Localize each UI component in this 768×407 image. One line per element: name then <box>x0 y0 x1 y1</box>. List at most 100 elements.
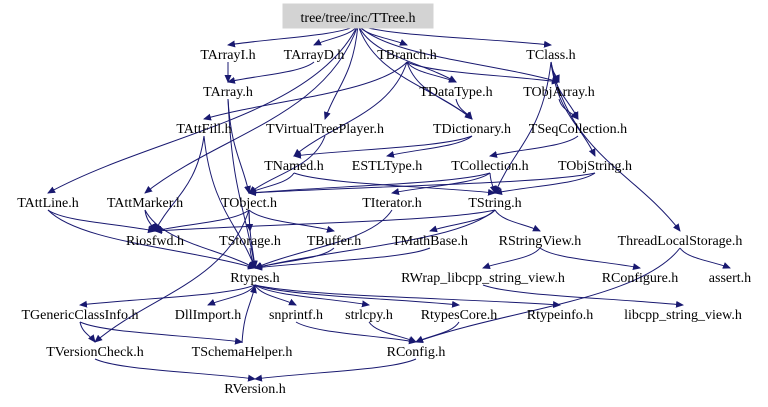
edge-threadlocalstorage-to-rconfig <box>415 247 681 343</box>
edge-tobject-to-tbuffer <box>248 209 335 233</box>
node-rwrap[interactable]: RWrap_libcpp_string_view.h <box>401 271 565 286</box>
edge-tattfill-to-rtypes <box>203 135 256 269</box>
edge-rwrap-to-libcpp_string_view <box>482 284 684 308</box>
edge-tgenericclassinfo-to-tschemahelper <box>79 321 243 345</box>
node-tversioncheck[interactable]: TVersionCheck.h <box>46 345 144 360</box>
edge-rtypes-to-tgenericclassinfo <box>79 284 256 308</box>
edge-tattmarker-to-rtypes <box>144 209 256 269</box>
edge-rtypes-to-dllimport <box>207 284 256 306</box>
edge-tarrayd-to-tarray <box>227 61 315 84</box>
edge-tbuffer-to-rtypes <box>254 247 335 270</box>
edge-tstring-to-riosfwd <box>154 209 496 235</box>
edge-ttree-to-tobjarray <box>357 24 560 84</box>
node-tclass[interactable]: TClass.h <box>526 48 575 63</box>
edge-tclass-to-threadlocalstorage <box>550 61 681 232</box>
node-strlcpy[interactable]: strlcpy.h <box>345 308 393 323</box>
edge-tbranch-to-tobjarray <box>406 61 560 85</box>
node-tarrayd[interactable]: TArrayD.h <box>284 48 345 63</box>
edge-tattfill-to-riosfwd <box>154 135 205 232</box>
node-tarray[interactable]: TArray.h <box>203 85 253 100</box>
node-tattfill[interactable]: TAttFill.h <box>176 122 231 137</box>
edge-rtypescore-to-rconfig <box>415 321 460 343</box>
node-tobjstring[interactable]: TObjString.h <box>558 159 632 174</box>
node-threadlocalstorage[interactable]: ThreadLocalStorage.h <box>618 234 743 249</box>
root-node-box <box>282 3 434 29</box>
node-tobjarray[interactable]: TObjArray.h <box>523 85 595 100</box>
node-tschemahelper[interactable]: TSchemaHelper.h <box>192 345 293 360</box>
edge-tschemahelper-to-rtypes <box>241 285 257 344</box>
edge-snprintf-to-rconfig <box>295 321 417 345</box>
node-tstring[interactable]: TString.h <box>468 196 521 211</box>
edge-tattline-to-rtypes <box>47 209 256 270</box>
edge-tobjarray-to-tseqcollection <box>558 98 579 120</box>
node-assert[interactable]: assert.h <box>709 271 751 286</box>
edge-tstring-to-tmathbase <box>429 209 496 233</box>
edge-ttree-to-tattline <box>47 24 359 194</box>
node-snprintf[interactable]: snprintf.h <box>269 308 323 323</box>
node-rstringview[interactable]: RStringView.h <box>499 234 582 249</box>
node-ttree[interactable]: tree/tree/inc/TTree.h <box>301 11 416 26</box>
edge-tmathbase-to-rtypes <box>254 247 431 271</box>
node-tattmarker[interactable]: TAttMarker.h <box>107 196 183 211</box>
edge-tnamed-to-tstring <box>293 172 496 196</box>
edge-tbranch-to-tdatatype <box>406 61 457 83</box>
edge-tbranch-to-tattfill <box>203 61 408 121</box>
node-tdictionary[interactable]: TDictionary.h <box>433 122 511 137</box>
node-rconfigure[interactable]: RConfigure.h <box>602 271 679 286</box>
node-titerator[interactable]: TIterator.h <box>362 196 421 211</box>
edge-tdictionary-to-estltype <box>386 135 473 158</box>
edge-strlcpy-to-rconfig <box>368 321 417 343</box>
node-tstorage[interactable]: TStorage.h <box>219 234 281 249</box>
node-tarrayi[interactable]: TArrayI.h <box>200 48 255 63</box>
node-tvirtualtreeplayer[interactable]: TVirtualTreePlayer.h <box>266 122 384 137</box>
node-tmathbase[interactable]: TMathBase.h <box>392 234 468 249</box>
node-rtypescore[interactable]: RtypesCore.h <box>421 308 498 323</box>
edge-tgenericclassinfo-to-tversioncheck <box>79 321 96 343</box>
node-rtypeinfo[interactable]: Rtypeinfo.h <box>527 308 594 323</box>
node-tbranch[interactable]: TBranch.h <box>377 48 436 63</box>
edge-tstring-to-rstringview <box>494 209 541 232</box>
node-tbuffer[interactable]: TBuffer.h <box>307 234 362 249</box>
edge-tversioncheck-to-rversion <box>94 358 256 382</box>
node-riosfwd[interactable]: Riosfwd.h <box>126 234 184 249</box>
node-tseqcollection[interactable]: TSeqCollection.h <box>529 122 627 137</box>
edge-rtypes-to-snprintf <box>254 284 297 306</box>
node-dllimport[interactable]: DllImport.h <box>175 308 242 323</box>
node-rversion[interactable]: RVersion.h <box>224 382 286 397</box>
node-rconfig[interactable]: RConfig.h <box>387 345 446 360</box>
edge-rstringview-to-rwrap <box>482 247 541 269</box>
edge-tclass-to-tstring <box>494 61 552 194</box>
edge-rconfig-to-rversion <box>254 358 417 382</box>
node-tobject[interactable]: TObject.h <box>221 196 277 211</box>
edge-tseqcollection-to-tcollection <box>489 135 579 158</box>
edge-tvirtualtreeplayer-to-tobject <box>248 135 326 194</box>
edge-tclass-to-tobjstring <box>550 61 596 157</box>
edge-rstringview-to-rconfigure <box>539 247 641 271</box>
node-libcpp_string_view[interactable]: libcpp_string_view.h <box>624 308 742 323</box>
edge-tdictionary-to-tnamed <box>293 135 473 159</box>
edge-ttree-to-tvirtualtreeplayer <box>324 24 359 120</box>
edge-rtypes-to-strlcpy <box>254 284 370 308</box>
node-tgenericclassinfo[interactable]: TGenericClassInfo.h <box>21 308 138 323</box>
edge-ttree-to-tclass <box>357 24 552 48</box>
edge-ttree-to-tdatatype <box>357 24 457 83</box>
edge-tattline-to-riosfwd <box>47 209 156 234</box>
node-tnamed[interactable]: TNamed.h <box>264 159 323 174</box>
edge-tobjstring-to-tstring <box>494 172 596 196</box>
node-tattline[interactable]: TAttLine.h <box>17 196 78 211</box>
node-rtypes[interactable]: Rtypes.h <box>230 271 279 286</box>
node-tdatatype[interactable]: TDataType.h <box>419 85 492 100</box>
edge-tcollection-to-tobject <box>248 172 491 196</box>
edge-tobject-to-tversioncheck <box>94 209 250 343</box>
node-tcollection[interactable]: TCollection.h <box>451 159 528 174</box>
edge-tdatatype-to-tdictionary <box>455 98 473 120</box>
edge-tstring-to-rtypes <box>254 209 496 270</box>
edge-ttree-to-tattmarker <box>144 24 359 194</box>
edge-rtypes-to-rtypeinfo <box>254 284 561 309</box>
edges-layer <box>47 24 731 382</box>
edge-tobject-to-riosfwd <box>154 209 250 233</box>
node-estltype[interactable]: ESTLType.h <box>352 159 422 174</box>
